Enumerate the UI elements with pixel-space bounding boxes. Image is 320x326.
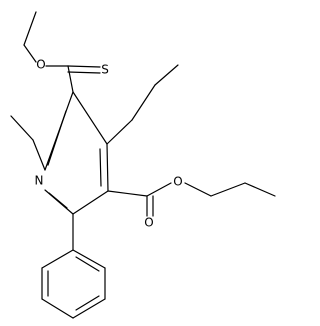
nitrogen-atom: N	[35, 174, 44, 188]
thioester-group	[23, 11, 101, 93]
ethyl-group	[10, 115, 46, 171]
oxygen-atom-thioester: O	[36, 58, 45, 72]
oxygen-atom-ester: O	[173, 175, 182, 189]
sulfur-atom: S	[101, 63, 109, 77]
pyridine-ring	[44, 91, 109, 215]
propyl-group	[106, 64, 179, 145]
chemical-structure-diagram: O S N O O	[10, 11, 276, 319]
propyl-ester-group	[107, 182, 276, 217]
phenyl-ring	[41, 213, 106, 319]
oxygen-atom-carbonyl: O	[144, 216, 153, 230]
